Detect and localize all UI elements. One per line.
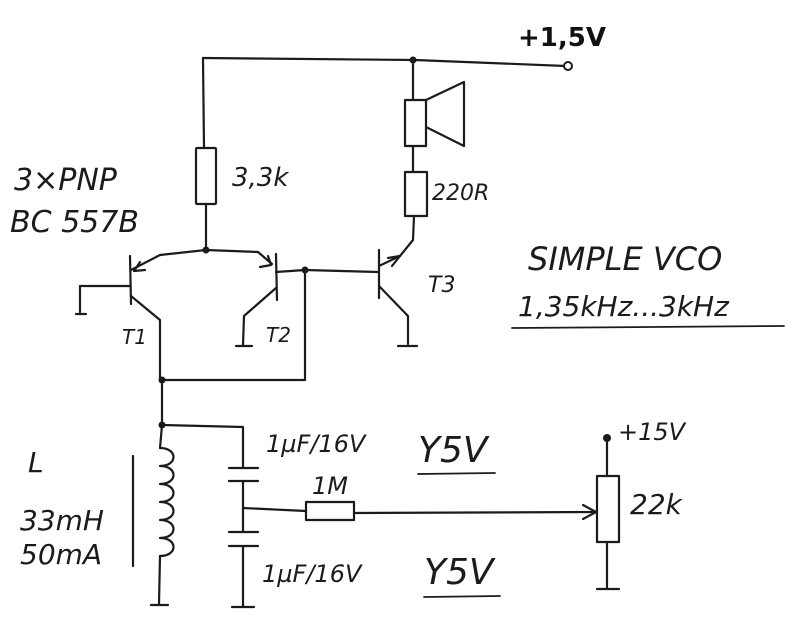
- transistor-type-line2: BC 557B: [10, 205, 139, 240]
- inductor-l: [131, 423, 175, 607]
- t3-label: T3: [428, 273, 455, 298]
- cap1-value: 1µF/16V: [266, 430, 367, 458]
- wire-t2-t3: [303, 268, 380, 274]
- resistor-1m-label: 1M: [312, 472, 348, 500]
- inductor-value: 33mH: [20, 504, 104, 537]
- capacitor-1: [227, 466, 260, 483]
- supply-voltage-label: +1,5V: [518, 23, 606, 53]
- wire-to-1m: [241, 506, 308, 513]
- inductor-name: L: [28, 446, 44, 479]
- wire-to-cap1: [160, 423, 245, 470]
- cap2-dielectric-underline: [423, 595, 501, 598]
- t1-label: T1: [122, 325, 147, 349]
- pot-supply-label: +15V: [618, 418, 687, 446]
- t2-label: T2: [266, 323, 291, 347]
- resistor-3k3: [194, 56, 218, 252]
- pot-value-label: 22k: [630, 488, 684, 521]
- transistor-t1: [74, 253, 162, 380]
- transistor-t2: [234, 250, 307, 348]
- subtitle-frequency-range: 1,35kHz...3kHz: [518, 290, 730, 323]
- title-underline: [511, 325, 785, 329]
- cap2-dielectric: Y5V: [424, 552, 496, 593]
- transistor-t3: [377, 248, 419, 348]
- junction-dot: [202, 246, 210, 254]
- wire-feedback: [160, 268, 307, 382]
- resistor-220r: [398, 170, 429, 258]
- cap2-value: 1µF/16V: [262, 560, 363, 588]
- inductor-current: 50mA: [20, 538, 102, 571]
- title: SIMPLE VCO: [528, 240, 722, 278]
- resistor-3k3-label: 3,3k: [232, 163, 289, 193]
- resistor-1m: [304, 500, 598, 522]
- transistor-type-line1: 3×PNP: [14, 163, 118, 198]
- capacitor-2: [227, 506, 260, 609]
- potentiometer-22k: [595, 434, 621, 591]
- cap1-dielectric: Y5V: [418, 430, 490, 471]
- supply-rail: [201, 56, 573, 71]
- supply-terminal: [563, 61, 573, 71]
- resistor-220r-label: 220R: [432, 181, 489, 206]
- cap1-dielectric-underline: [417, 472, 496, 475]
- speaker: [403, 58, 466, 174]
